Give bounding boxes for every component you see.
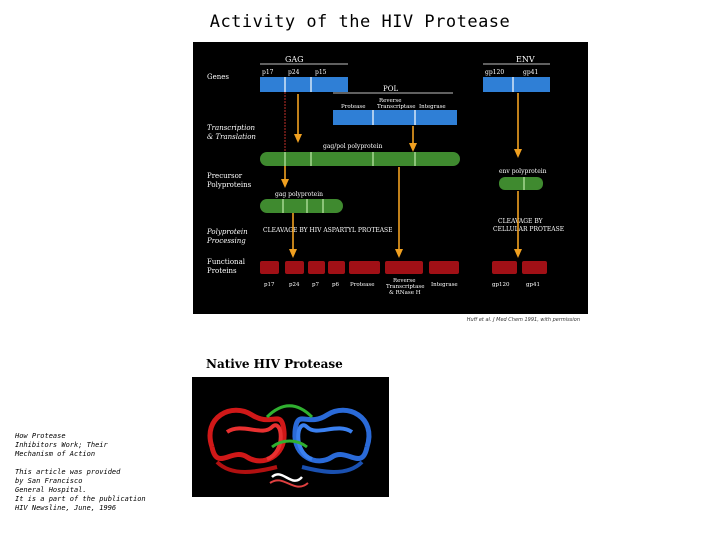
env-polyprotein-label: env polyprotein <box>499 168 547 175</box>
pol-arrow-head <box>409 143 417 152</box>
green-flap-top <box>265 404 314 419</box>
diagram-credit: Huff et al. J Med Chem 1991, with permis… <box>466 317 580 323</box>
gag-arrow-head <box>294 134 302 143</box>
functional-label-gp41: gp41 <box>526 282 540 288</box>
gag-gene-bar <box>260 77 348 92</box>
diagram-credit-bar: Huff et al. J Med Chem 1991, with permis… <box>193 314 588 330</box>
green-active-site <box>271 439 308 449</box>
row-label-genes: Genes <box>207 73 229 81</box>
red-monomer-ribbon-1 <box>207 407 287 464</box>
article-notes: How Protease Inhibitors Work; Their Mech… <box>15 432 146 522</box>
row-label-translation: & Translation <box>207 133 256 141</box>
functional-p6-block <box>328 261 345 274</box>
pol-gene-bar <box>333 110 457 125</box>
functional-p17-block <box>260 261 279 274</box>
functional-label-rnase: & RNase H <box>389 290 421 296</box>
gag-precursor-bar <box>260 199 343 213</box>
functional-label-reverse: Reverse <box>393 278 415 284</box>
gene-label-p24: p24 <box>288 69 300 76</box>
gene-label-p17: p17 <box>262 69 274 76</box>
functional-rt-block <box>385 261 423 274</box>
red-monomer-ribbon-3 <box>215 460 278 474</box>
functional-label-integrase: Integrase <box>431 282 458 288</box>
gene-label-p15: p15 <box>315 69 327 76</box>
gag-polyprotein-label: gag polyprotein <box>275 191 323 198</box>
functional-gp120-block <box>492 261 517 274</box>
gene-label-transcriptase: Transcriptase <box>377 104 416 110</box>
notes-heading: How Protease Inhibitors Work; Their Mech… <box>15 432 108 458</box>
native-protease-title: Native HIV Protease <box>206 357 343 371</box>
gene-label-pol: POL <box>383 85 398 93</box>
blue-monomer-ribbon-1 <box>292 407 372 464</box>
gene-label-integrase: Integrase <box>419 104 446 110</box>
functional-integrase-block <box>429 261 459 274</box>
row-label-polyprotein: Polyprotein <box>206 228 248 236</box>
cleavage-hiv-label: CLEAVAGE BY HIV ASPARTYL PROTEASE <box>263 227 393 234</box>
processing-arrow-gag-head <box>289 249 297 258</box>
native-protease-structure-image <box>192 377 389 497</box>
gene-label-gp120: gp120 <box>485 69 504 76</box>
gag-poly-arrow-head <box>281 179 289 188</box>
functional-label-protease: Protease <box>350 282 374 288</box>
blue-monomer-ribbon-3 <box>301 460 364 474</box>
cleavage-cellular-label-1: CLEAVAGE BY <box>498 218 544 225</box>
functional-protease-block <box>349 261 380 274</box>
row-label-functional: Functional <box>207 258 246 266</box>
gene-label-gag: GAG <box>285 55 304 64</box>
row-label-precursor: Precursor <box>207 172 243 180</box>
gene-label-env: ENV <box>516 55 535 64</box>
red-monomer-ribbon-2 <box>225 423 283 461</box>
gag-pol-polyprotein-label: gag/pol polyprotein <box>323 143 383 150</box>
processing-arrow-env-head <box>514 249 522 258</box>
functional-label-p6: p6 <box>332 282 340 288</box>
env-arrow-head <box>514 149 522 158</box>
protease-ribbon-render <box>207 404 372 488</box>
functional-label-p24: p24 <box>289 282 300 288</box>
gag-pol-precursor-bar <box>260 152 460 166</box>
functional-p24-block <box>285 261 304 274</box>
hiv-protease-activity-diagram: Genes Transcription & Translation Precur… <box>193 42 588 330</box>
row-label-transcription: Transcription <box>207 124 256 132</box>
blue-monomer-ribbon-2 <box>296 423 354 461</box>
gene-label-gp41: gp41 <box>523 69 538 76</box>
diagram-svg: Genes Transcription & Translation Precur… <box>206 55 564 296</box>
functional-label-p17: p17 <box>264 282 275 288</box>
notes-source: This article was provided by San Francis… <box>15 468 146 512</box>
native-protease-panel: Native HIV Protease <box>192 347 389 497</box>
env-precursor-bar <box>499 177 543 190</box>
processing-arrow-pol-head <box>395 249 403 258</box>
red-dimer-strand <box>269 479 309 488</box>
functional-label-gp120: gp120 <box>492 282 510 288</box>
cleavage-cellular-label-2: CELLULAR PROTEASE <box>493 226 564 233</box>
page-title: Activity of the HIV Protease <box>209 12 511 32</box>
gene-label-protease: Protease <box>341 104 365 110</box>
white-dimer-strand <box>271 473 303 482</box>
row-label-polyproteins: Polyproteins <box>207 181 252 189</box>
gene-label-reverse: Reverse <box>379 98 401 104</box>
env-gene-bar <box>483 77 550 92</box>
row-label-proteins: Proteins <box>207 267 237 275</box>
row-label-processing: Processing <box>206 237 246 245</box>
functional-label-transcriptase: Transcriptase <box>386 284 425 290</box>
functional-p7-block <box>308 261 325 274</box>
functional-gp41-block <box>522 261 547 274</box>
functional-label-p7: p7 <box>312 282 320 288</box>
